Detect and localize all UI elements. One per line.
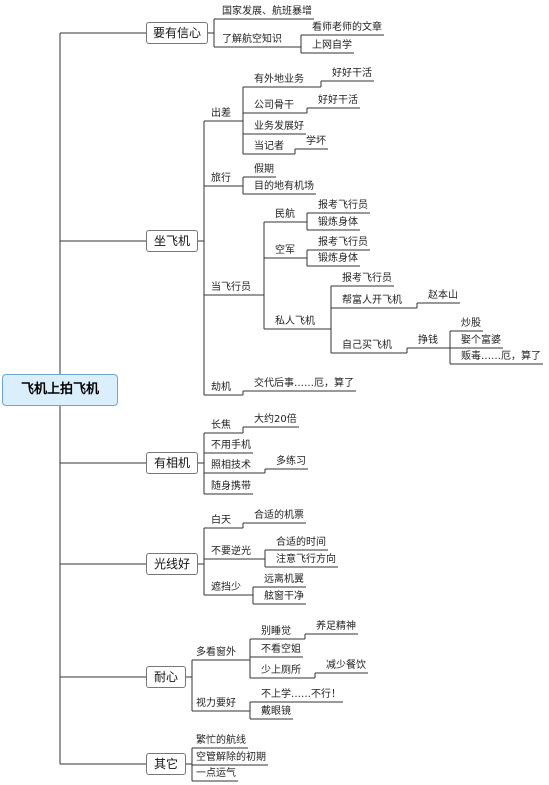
subtopic-node[interactable]: 私人飞机 bbox=[275, 316, 315, 327]
leaf-node[interactable]: 学坏 bbox=[306, 136, 326, 147]
leaf-node[interactable]: 报考飞行员 bbox=[342, 273, 392, 284]
subtopic-node[interactable]: 长焦 bbox=[211, 420, 231, 431]
subtopic-node[interactable]: 劫机 bbox=[211, 382, 231, 393]
leaf-node[interactable]: 不上学……不行！ bbox=[261, 689, 341, 700]
branch-other[interactable]: 其它 bbox=[146, 753, 186, 775]
leaf-node[interactable]: 注意飞行方向 bbox=[276, 554, 336, 565]
leaf-node[interactable]: 国家发展、航班暴增 bbox=[222, 6, 312, 17]
root-node[interactable]: 飞机上拍飞机 bbox=[2, 374, 118, 406]
branch-camera[interactable]: 有相机 bbox=[146, 452, 198, 474]
leaf-node[interactable]: 报考飞行员 bbox=[318, 200, 368, 211]
subtopic-node[interactable]: 民航 bbox=[275, 209, 295, 220]
leaf-node[interactable]: 空管解除的初期 bbox=[196, 752, 266, 763]
branch-light[interactable]: 光线好 bbox=[146, 553, 198, 575]
branch-patience[interactable]: 耐心 bbox=[146, 666, 186, 688]
leaf-node[interactable]: 贩毒……厄，算了 bbox=[461, 351, 541, 362]
leaf-node[interactable]: 舷窗干净 bbox=[264, 591, 304, 602]
leaf-node[interactable]: 随身携带 bbox=[211, 481, 251, 492]
leaf-node[interactable]: 交代后事……厄，算了 bbox=[254, 378, 354, 389]
subtopic-node[interactable]: 了解航空知识 bbox=[222, 34, 282, 45]
subtopic-node[interactable]: 多看窗外 bbox=[196, 647, 236, 658]
leaf-node[interactable]: 赵本山 bbox=[428, 290, 458, 301]
leaf-node[interactable]: 合适的时间 bbox=[276, 537, 326, 548]
leaf-node[interactable]: 锻炼身体 bbox=[318, 217, 358, 228]
subtopic-node[interactable]: 不要逆光 bbox=[211, 546, 251, 557]
subtopic-node[interactable]: 出差 bbox=[211, 108, 231, 119]
subtopic-node[interactable]: 帮富人开飞机 bbox=[342, 295, 402, 306]
leaf-node[interactable]: 减少餐饮 bbox=[326, 660, 366, 671]
subtopic-node[interactable]: 视力要好 bbox=[196, 698, 236, 709]
leaf-node[interactable]: 多练习 bbox=[276, 456, 306, 467]
subtopic-node[interactable]: 白天 bbox=[211, 515, 231, 526]
subtopic-node[interactable]: 旅行 bbox=[211, 173, 231, 184]
leaf-node[interactable]: 假期 bbox=[254, 164, 274, 175]
leaf-node[interactable]: 繁忙的航线 bbox=[196, 735, 246, 746]
leaf-node[interactable]: 目的地有机场 bbox=[254, 181, 314, 192]
leaf-node[interactable]: 业务发展好 bbox=[254, 121, 304, 132]
leaf-node[interactable]: 看师老师的文章 bbox=[312, 22, 382, 33]
leaf-node[interactable]: 报考飞行员 bbox=[318, 237, 368, 248]
subtopic-node[interactable]: 挣钱 bbox=[418, 335, 438, 346]
leaf-node[interactable]: 好好干活 bbox=[318, 95, 358, 106]
leaf-node[interactable]: 合适的机票 bbox=[254, 510, 304, 521]
leaf-node[interactable]: 锻炼身体 bbox=[318, 253, 358, 264]
branch-confidence[interactable]: 要有信心 bbox=[146, 22, 208, 44]
subtopic-node[interactable]: 当飞行员 bbox=[211, 282, 251, 293]
leaf-node[interactable]: 远离机翼 bbox=[264, 574, 304, 585]
leaf-node[interactable]: 养足精神 bbox=[316, 621, 356, 632]
leaf-node[interactable]: 戴眼镜 bbox=[261, 706, 291, 717]
leaf-node[interactable]: 好好干活 bbox=[332, 68, 372, 79]
subtopic-node[interactable]: 当记者 bbox=[254, 141, 284, 152]
branch-flying[interactable]: 坐飞机 bbox=[146, 230, 198, 252]
leaf-node[interactable]: 娶个富婆 bbox=[461, 335, 501, 346]
subtopic-node[interactable]: 少上厕所 bbox=[261, 665, 301, 676]
leaf-node[interactable]: 炒股 bbox=[461, 318, 481, 329]
subtopic-node[interactable]: 别睡觉 bbox=[261, 626, 291, 637]
leaf-node[interactable]: 上网自学 bbox=[312, 40, 352, 51]
subtopic-node[interactable]: 照相技术 bbox=[211, 460, 251, 471]
subtopic-node[interactable]: 有外地业务 bbox=[254, 74, 304, 85]
subtopic-node[interactable]: 自己买飞机 bbox=[342, 340, 392, 351]
leaf-node[interactable]: 一点运气 bbox=[196, 768, 236, 779]
subtopic-node[interactable]: 遮挡少 bbox=[211, 582, 241, 593]
leaf-node[interactable]: 不用手机 bbox=[211, 440, 251, 451]
leaf-node[interactable]: 大约20倍 bbox=[254, 414, 297, 425]
leaf-node[interactable]: 不看空姐 bbox=[261, 644, 301, 655]
subtopic-node[interactable]: 公司骨干 bbox=[254, 100, 294, 111]
subtopic-node[interactable]: 空军 bbox=[275, 245, 295, 256]
